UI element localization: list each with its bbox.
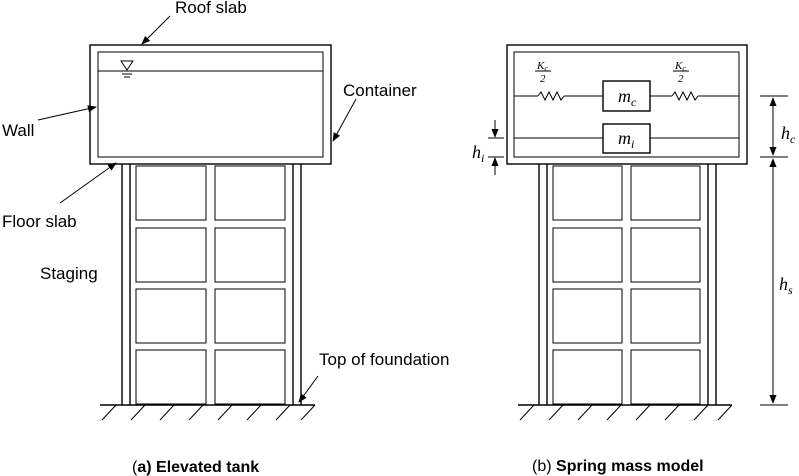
spring-left-label: Kc 2 — [535, 60, 551, 85]
foundation-arrow — [298, 375, 319, 403]
dimension-hi: hi — [472, 120, 504, 175]
label-wall: Wall — [2, 121, 34, 140]
hc-label: hc — [781, 123, 796, 146]
mass-impulsive-box: mi — [602, 123, 651, 154]
model-container-inner — [513, 51, 740, 158]
ground-hatch-a — [100, 404, 316, 421]
panel-a-elevated-tank: Roof slab Container Wall Floor slab Stag… — [2, 0, 449, 476]
svg-text:2: 2 — [678, 73, 684, 85]
container-outer — [89, 44, 332, 165]
container-inner — [97, 51, 324, 158]
hs-label: hs — [779, 274, 793, 297]
caption-b: (b) Spring mass model — [532, 458, 704, 475]
convective-spring-line — [514, 90, 739, 102]
mass-convective-box: mc — [602, 80, 651, 112]
svg-text:2: 2 — [540, 73, 546, 85]
svg-text:Kc: Kc — [674, 60, 686, 73]
model-staging-frame — [538, 164, 717, 405]
container-arrow — [332, 98, 357, 142]
ground-hatch-b — [518, 404, 733, 421]
floor-slab-arrow — [59, 162, 117, 204]
roof-slab-arrow — [141, 15, 171, 45]
spring-right-label: Kc 2 — [673, 60, 689, 85]
mass-c-label: mc — [618, 86, 637, 109]
panel-b-spring-mass-model: mc mi Kc 2 Kc 2 — [472, 44, 796, 475]
mass-i-label: mi — [618, 128, 634, 151]
free-surface-icon — [120, 60, 134, 78]
label-top-of-foundation: Top of foundation — [319, 350, 449, 369]
hi-label: hi — [472, 142, 484, 165]
svg-text:Kc: Kc — [536, 60, 548, 73]
label-roof-slab: Roof slab — [175, 0, 247, 17]
label-floor-slab: Floor slab — [2, 212, 77, 231]
staging-frame — [121, 164, 302, 405]
wall-arrow — [37, 105, 97, 121]
label-container: Container — [343, 81, 417, 100]
caption-a: (a) Elevated tank — [132, 459, 259, 476]
label-staging: Staging — [40, 264, 98, 283]
dimension-hc-hs: hc hs — [760, 95, 796, 406]
